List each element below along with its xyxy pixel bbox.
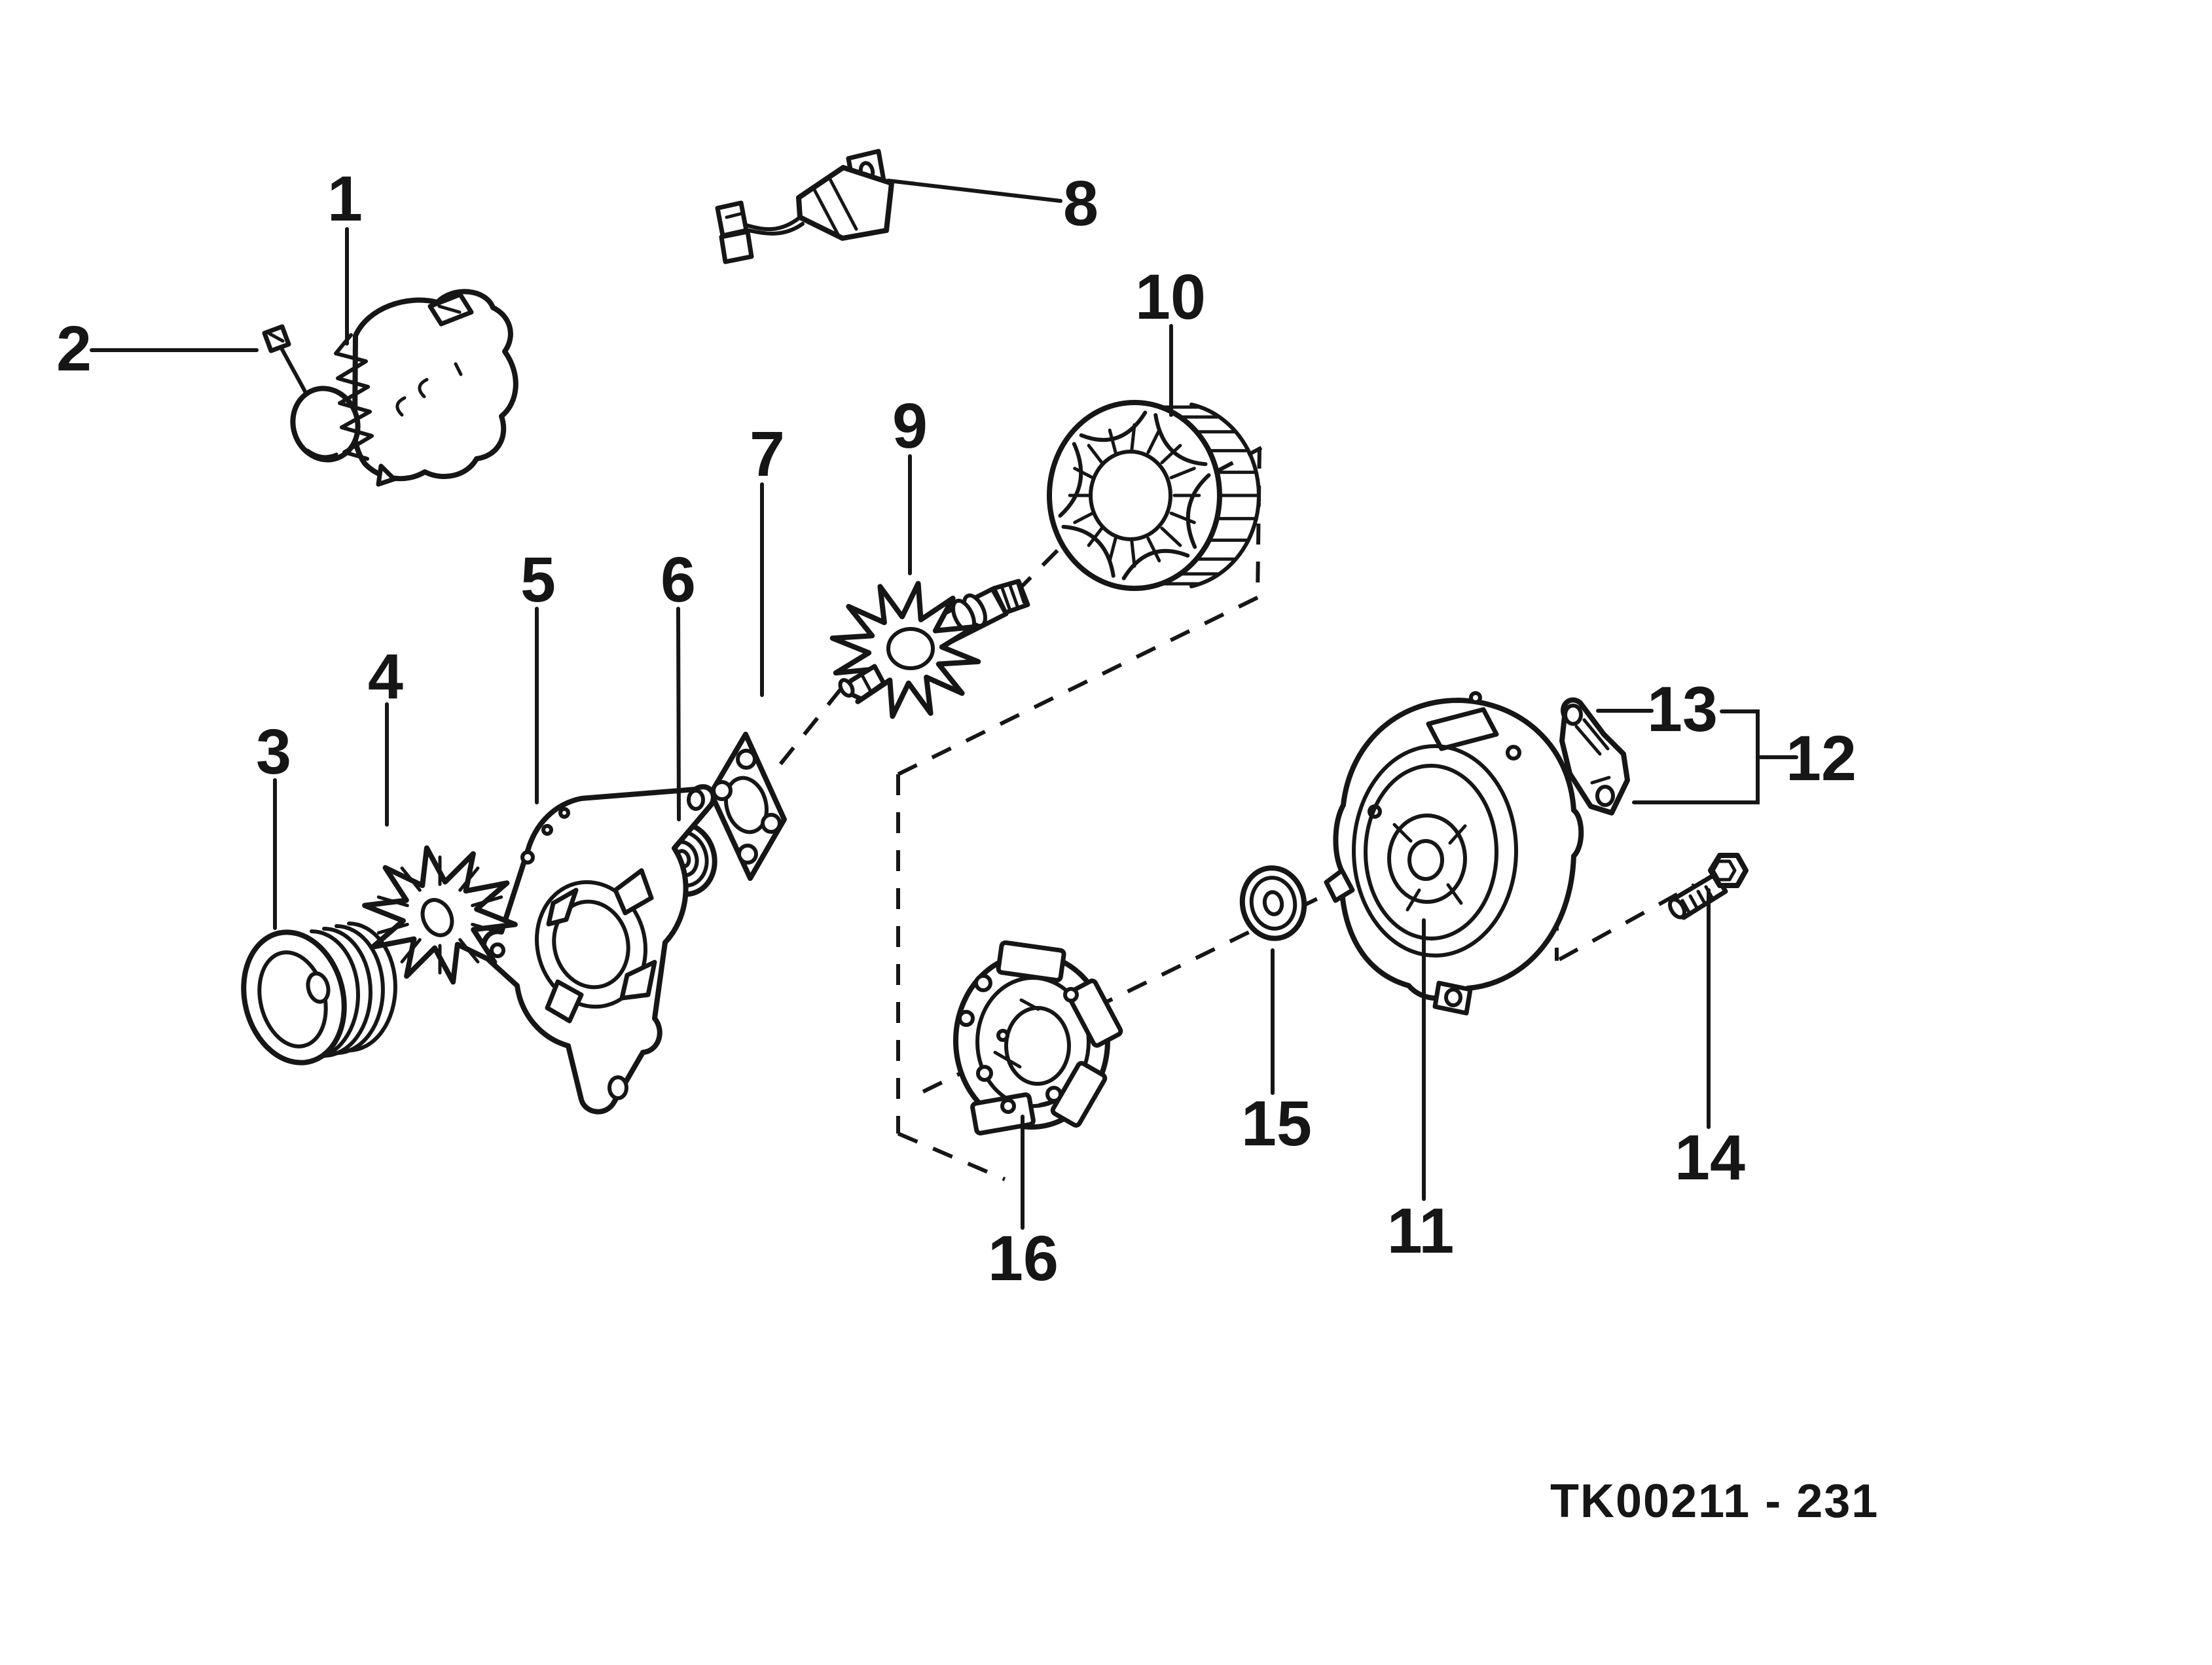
part-label-14: 14 bbox=[1675, 1122, 1745, 1193]
leader-line-6 bbox=[676, 607, 681, 821]
part-label-1: 1 bbox=[327, 163, 363, 234]
dashed-guide-8 bbox=[1558, 883, 1695, 961]
stator-winding-loop bbox=[1186, 473, 1211, 549]
stator-lamination-line bbox=[1073, 511, 1095, 524]
dashed-guide-1 bbox=[1213, 446, 1263, 474]
part-label-5: 5 bbox=[520, 544, 556, 615]
rear-bearing-ring bbox=[1262, 890, 1284, 916]
leader-line-8 bbox=[886, 179, 1062, 203]
part-label-4: 4 bbox=[368, 641, 403, 712]
part-label-3: 3 bbox=[256, 716, 291, 787]
fan-blade-slot bbox=[400, 866, 422, 892]
bracket-line-12-13 bbox=[1632, 709, 1760, 804]
callout-9: 9 bbox=[892, 390, 928, 575]
callout-3: 3 bbox=[256, 716, 291, 930]
callout-8: 8 bbox=[886, 168, 1098, 239]
stator-winding-loop bbox=[1153, 413, 1208, 467]
rear-bracket-part-11 bbox=[1324, 691, 1584, 1016]
part-label-10: 10 bbox=[1135, 261, 1206, 332]
callout-7: 7 bbox=[750, 418, 785, 697]
stator-lamination-line bbox=[1108, 428, 1117, 454]
stator-lamination-line bbox=[1073, 467, 1095, 480]
stator-winding-loop bbox=[1121, 548, 1190, 581]
part-label-16: 16 bbox=[988, 1223, 1059, 1294]
stator-lamination-line bbox=[1160, 444, 1182, 465]
rear-bearing-part-15 bbox=[1239, 865, 1307, 941]
dashed-guide-2 bbox=[1256, 447, 1261, 598]
stator-core-band bbox=[1189, 403, 1261, 588]
stator-part-10 bbox=[1047, 400, 1261, 591]
bearing-retainer-part-7 bbox=[708, 732, 787, 881]
fan-part-4 bbox=[362, 845, 518, 985]
callout-1: 1 bbox=[327, 163, 363, 346]
dashed-guide-3 bbox=[897, 596, 1259, 776]
callout-4: 4 bbox=[368, 641, 403, 827]
callout-12: 12 bbox=[1758, 723, 1857, 794]
rotor-part-9 bbox=[829, 579, 1030, 719]
dashed-guide-5 bbox=[897, 1132, 1006, 1181]
fan-blade-slot bbox=[400, 938, 422, 964]
stator-lamination-line bbox=[1108, 537, 1117, 563]
fan-blade-slot bbox=[376, 895, 409, 908]
condenser-part-8 bbox=[715, 149, 894, 264]
fan-blade-slot bbox=[458, 866, 480, 892]
alternator-assembly-part-1 bbox=[290, 289, 518, 487]
stator-lamination-line bbox=[1146, 428, 1161, 454]
pulley-groove bbox=[347, 922, 397, 1052]
pulley-groove bbox=[322, 927, 372, 1058]
part-label-12: 12 bbox=[1786, 723, 1857, 794]
callout-14: 14 bbox=[1675, 888, 1745, 1193]
dashed-guide-9 bbox=[1014, 532, 1076, 594]
fan-blade-slot bbox=[471, 922, 503, 935]
figure-code: TK00211 - 231 bbox=[1550, 1475, 1879, 1528]
bolt-part-14 bbox=[1667, 853, 1749, 920]
pulley-groove bbox=[335, 924, 385, 1055]
callout-6: 6 bbox=[661, 544, 696, 821]
stator-lamination-line bbox=[1087, 444, 1104, 465]
fan-blade-slot bbox=[471, 895, 503, 908]
part-label-15: 15 bbox=[1241, 1088, 1312, 1159]
part-label-6: 6 bbox=[661, 544, 696, 615]
part-label-11: 11 bbox=[1387, 1195, 1455, 1266]
fan-blade-slot bbox=[376, 922, 409, 935]
stator-lamination-line bbox=[1169, 467, 1196, 480]
dashed-guide-10 bbox=[769, 687, 843, 777]
pulley-groove bbox=[310, 929, 360, 1060]
callout-11: 11 bbox=[1387, 918, 1455, 1266]
callout-16: 16 bbox=[988, 1115, 1059, 1294]
fan-hub-hole bbox=[420, 898, 454, 937]
harness-connector-part-2 bbox=[262, 324, 308, 396]
stator-lamination-line bbox=[1146, 537, 1161, 563]
part-label-13: 13 bbox=[1647, 673, 1718, 745]
callout-10: 10 bbox=[1135, 261, 1206, 417]
callout-15: 15 bbox=[1241, 948, 1312, 1159]
callout-13: 13 bbox=[1596, 673, 1718, 745]
stator-winding-loop bbox=[1061, 524, 1115, 578]
rectifier-part-16 bbox=[953, 940, 1123, 1136]
part-label-9: 9 bbox=[892, 390, 928, 461]
callout-2: 2 bbox=[56, 313, 259, 384]
stator-winding-loop bbox=[1079, 410, 1148, 442]
fan-blade-slot bbox=[458, 938, 480, 964]
front-bracket-part-5 bbox=[480, 784, 716, 1115]
callout-5: 5 bbox=[520, 544, 556, 804]
rotor-hub bbox=[886, 627, 935, 670]
stator-lamination-line bbox=[1130, 540, 1136, 568]
stator-lamination-line bbox=[1169, 511, 1196, 524]
stator-lamination-line bbox=[1160, 526, 1182, 547]
part-label-7: 7 bbox=[750, 418, 785, 490]
pulley-shaft-hole bbox=[306, 971, 331, 1004]
stator-winding-loop bbox=[1058, 442, 1083, 518]
brush-holder-part-13 bbox=[1559, 697, 1630, 815]
pulley-part-3 bbox=[241, 922, 397, 1065]
part-label-8: 8 bbox=[1063, 168, 1098, 239]
stator-bore bbox=[1089, 450, 1172, 541]
part-label-2: 2 bbox=[56, 313, 92, 384]
